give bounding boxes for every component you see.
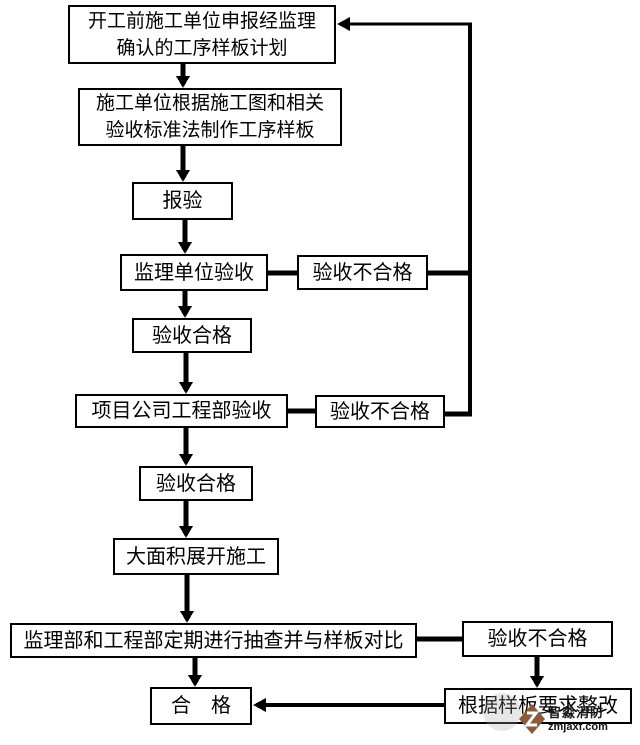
node-rectify-per-sample: 根据样板要求整改 xyxy=(444,688,632,724)
node-project-dept-acceptance: 项目公司工程部验收 xyxy=(75,394,288,428)
node-make-sample: 施工单位根据施工图和相关 验收标准法制作工序样板 xyxy=(78,88,342,146)
arrow-pass2-to-construction xyxy=(179,501,193,538)
node-acceptance-failed-1: 验收不合格 xyxy=(297,255,428,290)
node-sample-plan: 开工前施工单位申报经监理 确认的工序样板计划 xyxy=(68,5,336,64)
node-qualified: 合 格 xyxy=(150,687,252,725)
feedback-spine xyxy=(337,17,472,416)
arrow-plan-to-make xyxy=(176,64,190,88)
arrow-make-to-submit xyxy=(176,146,190,182)
arrow-project-to-pass2 xyxy=(179,428,193,466)
arrow-construction-to-spotcheck xyxy=(180,575,194,623)
brand-logo-icon xyxy=(519,704,545,734)
arrow-fail3-to-rectify xyxy=(530,657,544,688)
node-acceptance-passed-2: 验收合格 xyxy=(139,466,253,501)
node-acceptance-failed-2: 验收不合格 xyxy=(315,395,445,428)
node-full-scale-construction: 大面积展开施工 xyxy=(113,538,279,575)
arrow-pass1-to-project xyxy=(179,353,193,394)
watermark-brand-text: 智淼消防 xyxy=(548,705,605,720)
watermark-ghost-circle xyxy=(483,693,521,731)
node-supervisor-acceptance: 监理单位验收 xyxy=(120,254,268,291)
arrow-rectify-to-qualified xyxy=(253,698,444,712)
arrow-spotcheck-to-qualified xyxy=(188,658,202,687)
watermark-url-text: zmjaxf.com xyxy=(548,721,608,733)
arrow-supervisor-to-pass1 xyxy=(178,291,192,318)
node-periodic-spot-check: 监理部和工程部定期进行抽查并与样板对比 xyxy=(10,623,417,658)
node-acceptance-failed-3: 验收不合格 xyxy=(462,621,613,657)
node-acceptance-passed-1: 验收合格 xyxy=(132,318,252,353)
arrow-submit-to-supervisor xyxy=(178,220,192,254)
node-submit-inspection: 报验 xyxy=(132,182,233,220)
